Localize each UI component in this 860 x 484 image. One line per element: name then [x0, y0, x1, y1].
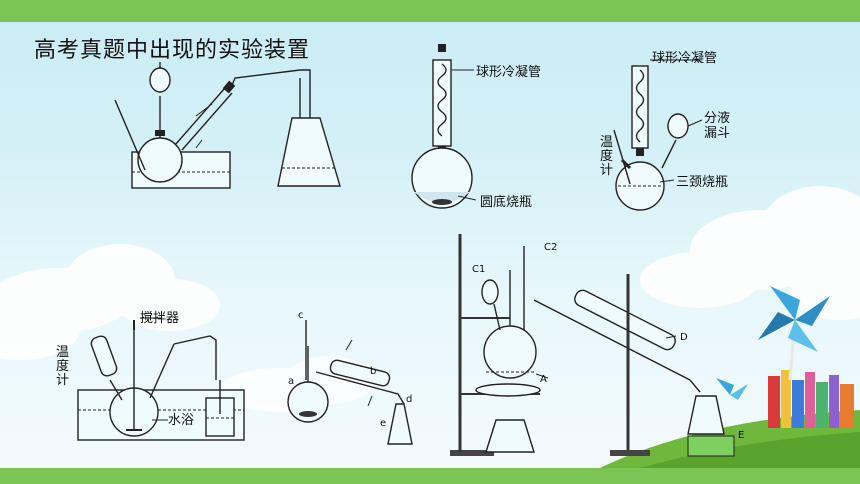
apparatus-distillation-1 [114, 62, 341, 189]
label-a-big: A [540, 374, 547, 385]
apparatus-distillation-3 [450, 234, 735, 457]
slide-title: 高考真题中出现的实验装置 [34, 38, 311, 63]
label-reflux-condenser-2: 球形冷凝管 [652, 50, 717, 66]
apparatus-distillation-2 [287, 320, 413, 445]
label-separatory-funnel: 分液漏斗 [704, 111, 730, 141]
label-water-bath: 水浴 [168, 413, 194, 428]
cloud-right [640, 186, 860, 320]
label-thermometer-1: 温度计 [600, 135, 613, 178]
top-bar [0, 0, 860, 22]
bottom-bar [0, 468, 860, 484]
label-a-small: a [288, 376, 294, 387]
label-c1: C1 [472, 264, 485, 275]
cloud-left [0, 244, 220, 360]
label-reflux-condenser-1: 球形冷凝管 [476, 64, 541, 80]
label-d-small: d [406, 394, 412, 405]
label-c2: C2 [544, 242, 557, 253]
label-c-small: c [298, 310, 304, 321]
label-b-small: b [370, 366, 376, 377]
label-d-big: D [680, 332, 688, 343]
label-stirrer: 搅拌器 [140, 310, 179, 326]
label-thermometer-2: 温度计 [56, 345, 69, 388]
label-e-big: E [738, 430, 744, 441]
pinwheel-icon [716, 286, 830, 400]
label-three-neck-flask: 三颈烧瓶 [676, 175, 728, 190]
apparatus-three-neck [613, 59, 703, 211]
label-round-flask: 圆底烧瓶 [480, 194, 532, 210]
books-decoration [768, 370, 854, 428]
apparatus-reflux-1 [411, 44, 477, 209]
apparatus-water-bath [77, 317, 245, 441]
label-e-small: e [380, 418, 386, 429]
